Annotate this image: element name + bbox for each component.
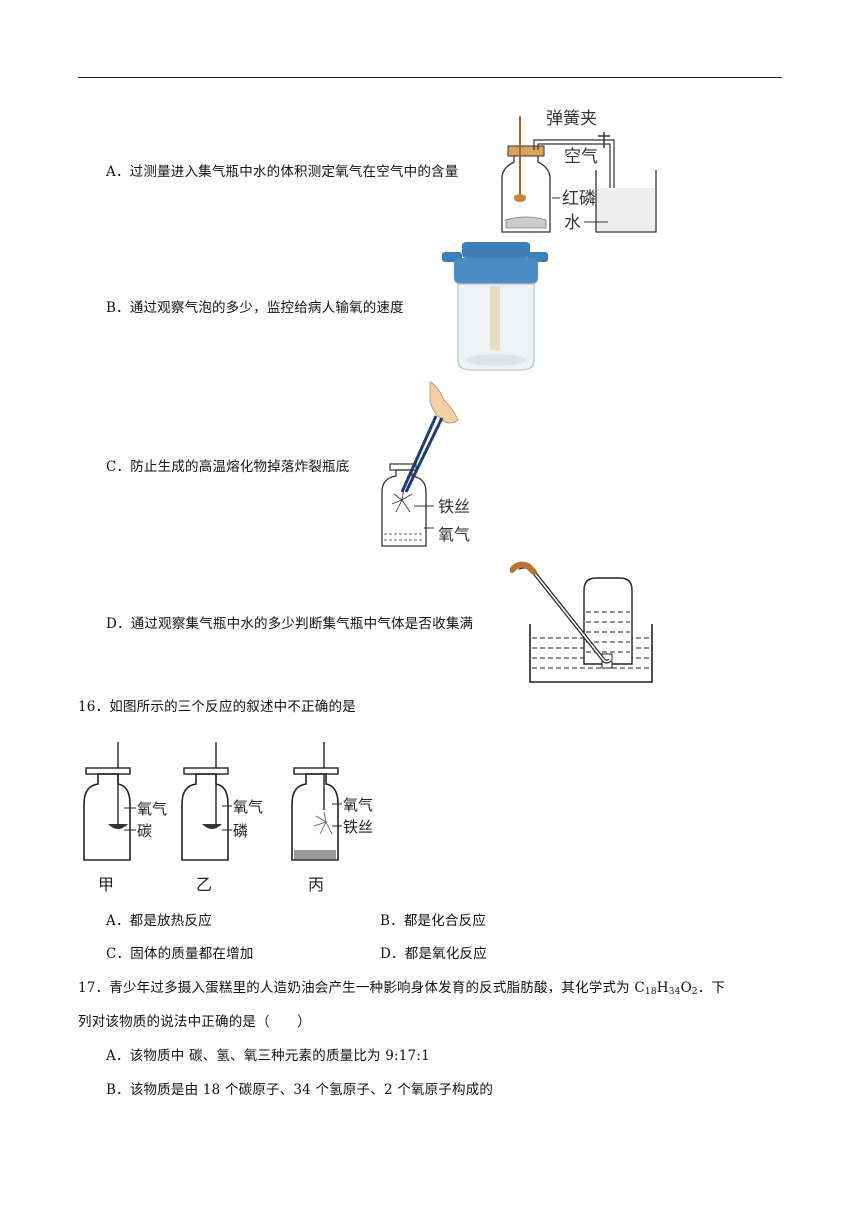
figure-gas-collection-water: [510, 561, 653, 683]
q17-option-a: A．该物质中 碳、氢、氧三种元素的质量比为 9:17:1: [106, 1048, 430, 1064]
jar-yi: 氧气 磷 乙: [181, 742, 263, 894]
svg-text:碳: 碳: [137, 822, 152, 840]
q17-stem-line1: 17．青少年过多摄入蛋糕里的人造奶油会产生一种影响身体发育的反式脂肪酸，其化学式…: [78, 980, 726, 997]
svg-text:氧气: 氧气: [343, 796, 373, 814]
svg-text:氧气: 氧气: [233, 798, 263, 816]
q16-option-b: B．都是化合反应: [380, 913, 487, 929]
label-iron-wire: 铁丝: [438, 497, 470, 516]
q17-option-b: B．该物质是由 18 个碳原子、34 个氢原子、2 个氧原子构成的: [106, 1082, 494, 1098]
q17-stem-line2: 列对该物质的说法中正确的是（ ）: [78, 1014, 311, 1030]
q15-option-d: D．通过观察集气瓶中水的多少判断集气瓶中气体是否收集满: [106, 616, 474, 632]
svg-text:乙: 乙: [196, 875, 212, 894]
svg-text:氧气: 氧气: [137, 800, 167, 818]
jar-bing: 氧气 铁丝 丙: [291, 742, 373, 894]
jar-jia: 氧气 碳 甲: [83, 742, 167, 894]
q16-option-d: D．都是氧化反应: [380, 946, 487, 962]
q15-option-b: B．通过观察气泡的多少，监控给病人输氧的速度: [106, 300, 404, 316]
svg-text:铁丝: 铁丝: [343, 818, 373, 836]
q16-option-c: C．固体的质量都在增加: [106, 946, 254, 962]
q16-stem: 16．如图所示的三个反应的叙述中不正确的是: [78, 699, 356, 715]
svg-text:磷: 磷: [233, 822, 248, 840]
label-air: 空气: [564, 147, 598, 167]
q15-option-c: C．防止生成的高温熔化物掉落炸裂瓶底: [106, 459, 350, 475]
svg-text:丙: 丙: [308, 875, 324, 894]
q16-option-a: A．都是放热反应: [106, 913, 212, 929]
label-clamp: 弹簧夹: [546, 109, 597, 129]
figure-phosphorus-oxygen-apparatus: 弹簧夹 空气 红磷 水: [501, 109, 657, 233]
figure-three-jars: 氧气 碳 甲 氧气 磷 乙 氧气 铁丝 丙: [83, 742, 373, 894]
q15-option-a: A．过测量进入集气瓶中水的体积测定氧气在空气中的含量: [106, 164, 459, 180]
figure-iron-wire-oxygen: 铁丝 氧气: [381, 381, 470, 547]
label-oxygen: 氧气: [438, 525, 470, 544]
svg-text:甲: 甲: [98, 875, 114, 894]
label-water: 水: [564, 213, 581, 233]
label-phosphorus: 红磷: [562, 189, 596, 209]
figure-oxygen-humidifier-bottle: [440, 238, 550, 372]
header-rule: [78, 77, 782, 78]
